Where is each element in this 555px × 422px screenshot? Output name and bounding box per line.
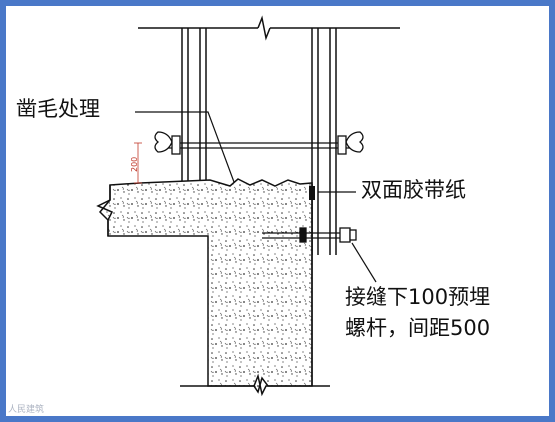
concrete-slab-and-wall [96,178,330,397]
dimension-mark [134,142,142,184]
top-formwork-line [138,15,400,41]
watermark: 人民建筑 [8,405,45,415]
leader-lines [135,111,377,283]
tape-strip [309,186,315,200]
tape-label: 双面胶带纸 [361,178,466,202]
bolt-label-line2: 螺杆，间距500 [345,316,491,340]
bolt-label-line1: 接缝下100预埋 [345,285,491,309]
embedded-bolt [262,227,357,243]
chisel-label: 凿毛处理 [16,97,100,121]
dimension-label: 200 [130,156,139,172]
upper-tie-bolt [154,131,364,155]
